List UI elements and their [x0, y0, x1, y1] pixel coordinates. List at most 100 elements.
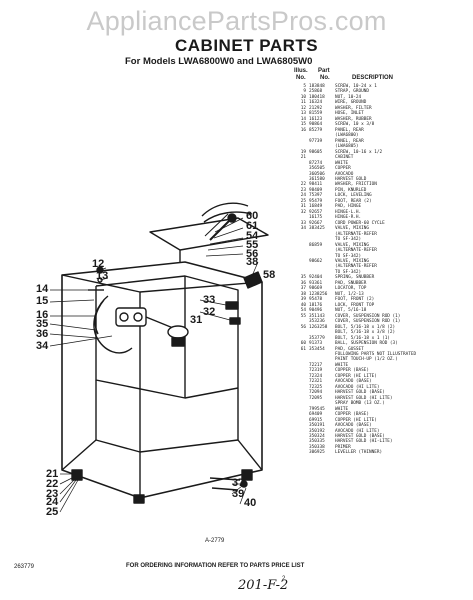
part-number: 92667 — [309, 220, 323, 226]
part-description: HINGE-R.H. — [335, 215, 362, 221]
illus-number: 36 — [300, 280, 306, 286]
part-description: (LWA6805) — [335, 144, 359, 150]
illus-number: 24 — [300, 193, 306, 199]
callout-38: 38 — [246, 256, 259, 268]
illus-number: 31 — [300, 204, 306, 210]
part-description: SCREW, 10 x 3/8 — [335, 122, 375, 128]
part-description: PIN, KNURLED — [335, 187, 367, 193]
part-description: WHITE — [335, 160, 349, 166]
part-number: 97739 — [309, 138, 323, 144]
illus-no-header: No. — [296, 75, 306, 81]
callout-34: 34 — [36, 340, 49, 352]
part-description: VALVE, MIXING — [335, 226, 369, 232]
callout-14: 14 — [36, 283, 49, 295]
part-description: HARVEST GOLD (HI-LITE) — [335, 439, 393, 445]
illus-number: 15 — [300, 122, 306, 128]
part-description: HARVEST GOLD — [335, 176, 367, 182]
callout-33: 33 — [203, 294, 216, 306]
part-no-header: No. — [320, 75, 330, 81]
illus-number: 25 — [300, 198, 306, 204]
left-margin-code: 263779 — [14, 564, 35, 570]
part-number: 90864 — [309, 122, 323, 128]
part-description: TO SF-342) — [335, 253, 362, 259]
part-description: WIRE, GROUND — [335, 100, 367, 106]
illus-number: 10 — [300, 94, 306, 100]
part-number: 353236 — [309, 319, 325, 325]
part-description: WASHER, RUBBER — [335, 116, 372, 122]
illus-number: 33 — [300, 220, 306, 226]
callout-35: 35 — [36, 318, 49, 330]
part-description: BOLT, 5/16-18 x 3/8 (2) — [335, 330, 396, 336]
part-description: LEVELLER (THINNER) — [335, 450, 383, 456]
illus-number: 12 — [300, 105, 306, 111]
callout-24: 24 — [46, 496, 59, 508]
description-header: DESCRIPTION — [352, 75, 394, 81]
illus-header: Illus. — [294, 68, 308, 74]
parts-row: TO SF-342) — [294, 237, 462, 242]
part-description: NUT, 5/16-18 — [335, 308, 367, 314]
part-description: HARVEST GOLD (BASE) — [335, 390, 385, 396]
part-description: WHITE — [335, 406, 349, 412]
illus-number: 9 — [303, 89, 306, 95]
figure-code: A-2779 — [205, 538, 225, 544]
part-description: (ALTERNATE-REFER — [335, 231, 377, 237]
illus-number: 56 — [300, 324, 306, 330]
parts-row: 799545 WHITE — [294, 407, 462, 412]
part-description: SCREW, 10-16 x 1/2 — [335, 149, 383, 155]
part-number: 799545 — [309, 406, 325, 412]
parts-row: (LWA6805) — [294, 144, 462, 149]
part-description: COPPER — [335, 166, 351, 172]
callout-15: 15 — [36, 295, 49, 307]
illus-number: 34 — [300, 226, 306, 232]
part-description: AVOCADO (HI LITE) — [335, 428, 380, 434]
part-number: 98411 — [309, 182, 323, 188]
illus-number: 16 — [300, 127, 306, 133]
part-number: 360506 — [309, 171, 325, 177]
parts-row: SPRAY BOMB (13 OZ.) — [294, 401, 462, 406]
part-number: 81559 — [309, 111, 323, 117]
illus-number: 23 — [300, 187, 306, 193]
part-description: LOCK, LEVELING — [335, 193, 372, 199]
part-description: COPPER (BASE) — [335, 412, 369, 418]
illus-number: 21 — [300, 155, 306, 161]
part-description: HOSE, INLET — [335, 111, 364, 117]
part-description: VALVE, MIXING — [335, 242, 369, 248]
part-number: 356505 — [309, 166, 325, 172]
part-number: 306925 — [309, 450, 325, 456]
part-number: 25868 — [309, 89, 323, 95]
part-number: 18176 — [309, 302, 323, 308]
callout-39: 39 — [232, 488, 245, 500]
part-description: PAD, HINGE — [335, 204, 362, 210]
part-number: 350192 — [309, 428, 325, 434]
part-description: SPRING, SNUBBER — [335, 275, 375, 281]
part-description: NUT, 1/2-13 — [335, 291, 364, 297]
parts-row: FOLLOWING PARTS NOT ILLUSTRATED — [294, 352, 462, 357]
page-title: CABINET PARTS — [175, 36, 319, 55]
callout-22: 22 — [46, 478, 59, 490]
part-number: 93361 — [309, 280, 323, 286]
illus-number: 35 — [300, 275, 306, 281]
illus-number: 22 — [300, 182, 306, 188]
parts-row: (LWA6800) — [294, 133, 462, 138]
watermark: AppliancePartsPros.com — [86, 6, 387, 36]
part-description: FOOT, FRONT (2) — [335, 297, 375, 303]
part-number: 95479 — [309, 198, 323, 204]
